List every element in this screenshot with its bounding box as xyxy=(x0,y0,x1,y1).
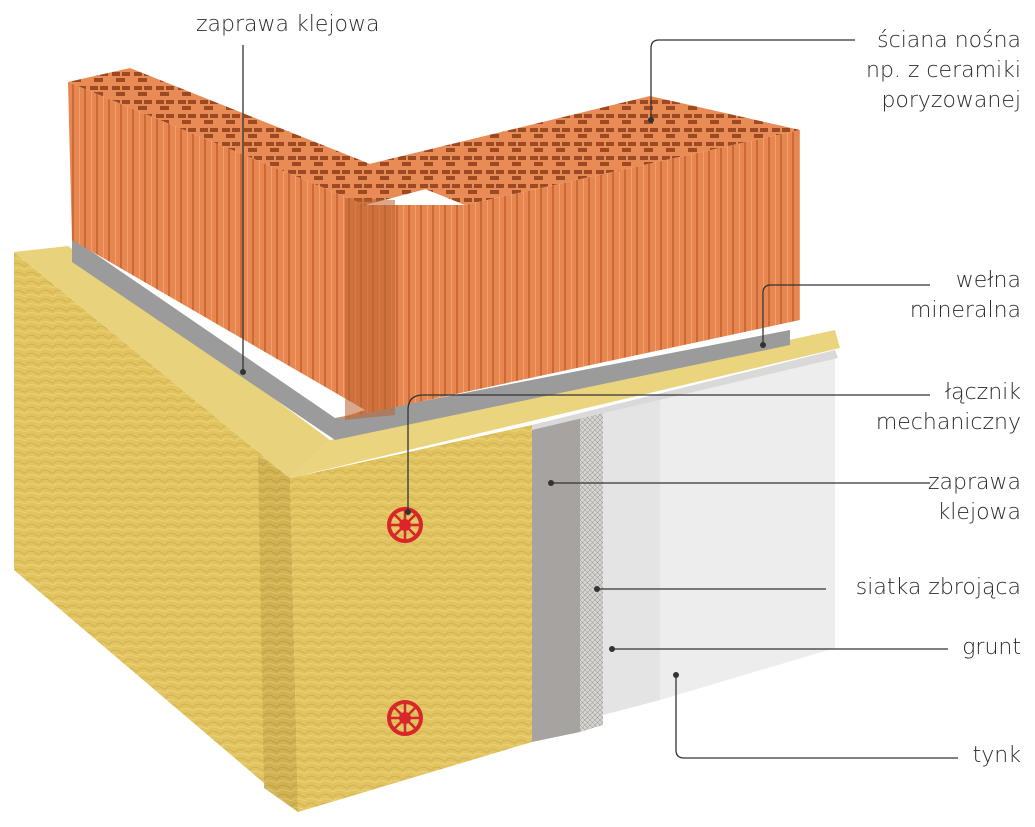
brick-corner-shadow xyxy=(345,198,395,420)
wool-front-face xyxy=(290,425,532,812)
plaster-layer xyxy=(660,358,835,700)
label-sciana-line3: poryzowanej xyxy=(881,88,1021,113)
leader-lines xyxy=(242,39,958,759)
label-zaprawa-klejowa-right: zaprawa klejowa xyxy=(928,468,1021,528)
label-lacznik-mechaniczny: łącznik mechaniczny xyxy=(876,378,1021,438)
connector-upper xyxy=(387,507,423,543)
wool-corner-edge xyxy=(258,455,298,812)
wool-left-face xyxy=(14,252,298,812)
mortar-bed xyxy=(72,238,790,440)
label-welna-line1: wełna xyxy=(955,268,1021,293)
leader-dots xyxy=(240,117,766,678)
brick-right-top xyxy=(365,96,800,205)
label-zaprawa-klejowa-top: zaprawa klejowa xyxy=(196,12,380,37)
brick-right-face xyxy=(335,130,800,420)
label-welna-line2: mineralna xyxy=(909,298,1021,323)
label-grunt: grunt xyxy=(962,635,1021,660)
adhesive-layer xyxy=(532,414,580,742)
label-tynk: tynk xyxy=(972,743,1021,768)
label-welna-mineralna: wełna mineralna xyxy=(910,266,1021,326)
mesh-layer xyxy=(580,409,603,732)
label-sciana-line2: np. z ceramiki xyxy=(866,58,1021,83)
label-sciana-line1: ściana nośna xyxy=(877,28,1021,53)
brick-left-face xyxy=(68,82,365,410)
primer-layer xyxy=(603,397,660,715)
wool-top-face xyxy=(14,246,330,478)
label-zaprawa-line1: zaprawa xyxy=(928,470,1021,495)
label-lacznik-line2: mechaniczny xyxy=(875,410,1021,435)
connector-lower xyxy=(387,700,423,736)
label-sciana-nosna: ściana nośna np. z ceramiki poryzowanej xyxy=(866,26,1021,116)
plaster-top-edge xyxy=(532,350,838,430)
brick-left-top xyxy=(68,68,430,205)
label-lacznik-line1: łącznik xyxy=(944,380,1021,405)
label-siatka-zbrojaca: siatka zbrojąca xyxy=(855,575,1021,600)
wool-top-right xyxy=(290,330,840,478)
label-zaprawa-line2: klejowa xyxy=(937,500,1021,525)
